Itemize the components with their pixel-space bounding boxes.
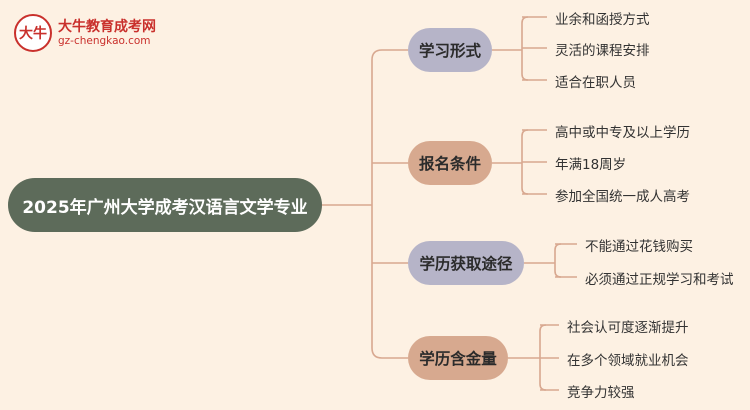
leaf-item: 年满18周岁 xyxy=(555,157,627,173)
leaf-item: 社会认可度逐渐提升 xyxy=(567,320,689,336)
leaf-item: 在多个领域就业机会 xyxy=(567,353,689,369)
trunk-line-top xyxy=(371,49,408,205)
leaf-item: 灵活的课程安排 xyxy=(555,43,650,59)
logo-badge-icon: 大牛 xyxy=(14,14,52,52)
site-logo: 大牛 大牛教育成考网 gz-chengkao.com xyxy=(14,14,156,52)
branch-node: 学历获取途径 xyxy=(408,241,524,285)
branch-node: 学习形式 xyxy=(408,28,492,72)
leaf-item: 不能通过花钱购买 xyxy=(585,239,693,255)
logo-text: 大牛教育成考网 gz-chengkao.com xyxy=(58,19,156,47)
leaf-item: 必须通过正规学习和考试 xyxy=(585,272,734,288)
trunk-line-bottom xyxy=(371,205,408,359)
leaf-item: 竞争力较强 xyxy=(567,385,635,401)
leaf-item: 适合在职人员 xyxy=(555,75,636,91)
branch-node: 学历含金量 xyxy=(408,336,508,380)
leaf-item: 高中或中专及以上学历 xyxy=(555,125,690,141)
leaf-item: 参加全国统一成人高考 xyxy=(555,189,690,205)
logo-url: gz-chengkao.com xyxy=(58,35,151,48)
branch-node: 报名条件 xyxy=(408,141,492,185)
leaf-bracket-line xyxy=(554,243,562,278)
logo-name: 大牛教育成考网 xyxy=(58,18,156,35)
leaf-item: 业余和函授方式 xyxy=(555,12,650,28)
root-node: 2025年广州大学成考汉语言文学专业 xyxy=(8,178,322,232)
